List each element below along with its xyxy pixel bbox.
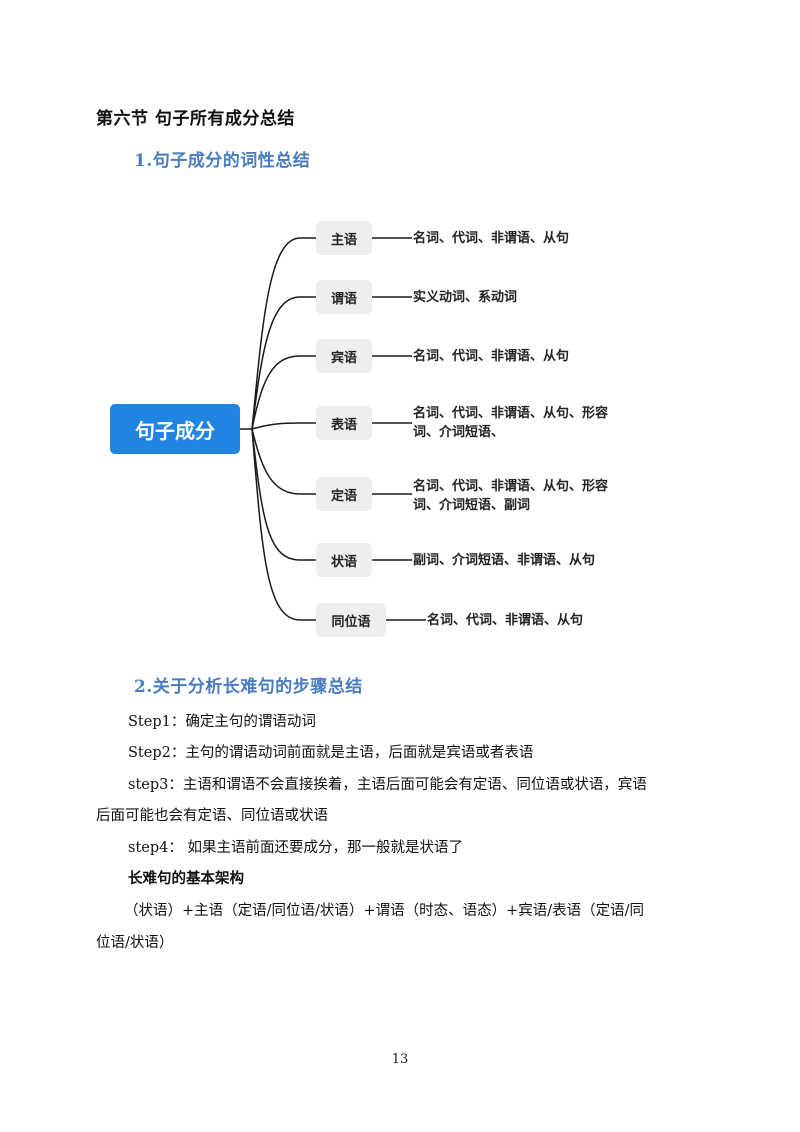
step-2: Step2：主句的谓语动词前面就是主语，后面就是宾语或者表语 (128, 745, 534, 761)
mindmap-node-adverbial: 状语 (316, 543, 372, 577)
mindmap-connectors (240, 237, 426, 621)
mindmap-node-predicative: 表语 (316, 406, 372, 440)
mindmap-root-node: 句子成分 (110, 404, 240, 454)
leaf-line-1: 名词、代词、非谓语、从句、形容 (413, 406, 609, 421)
structure-heading: 长难句的基本架构 (128, 870, 244, 887)
mindmap-leaf-appositive: 名词、代词、非谓语、从句 (427, 613, 584, 628)
mindmap-leaf-adverbial: 副词、介词短语、非谓语、从句 (413, 553, 596, 568)
section-title: 第六节 句子所有成分总结 (96, 109, 295, 129)
step-1: Step1：确定主句的谓语动词 (128, 714, 316, 730)
leaf-line-1: 名词、代词、非谓语、从句、形容 (413, 479, 609, 494)
subsection-title-1: 1.句子成分的词性总结 (134, 151, 311, 171)
step-3-continued: 后面可能也会有定语、同位语或状语 (96, 808, 328, 824)
mindmap-leaf-attributive: 名词、代词、非谓语、从句、形容 词、介词短语、副词 (413, 477, 608, 515)
leaf-line-2: 词、介词短语、副词 (413, 498, 531, 513)
step-4: step4： 如果主语前面还要成分，那一般就是状语了 (128, 840, 463, 856)
page-number: 13 (391, 1052, 409, 1067)
structure-line-1: （状语）+主语（定语/同位语/状语）+谓语（时态、语态）+宾语/表语（定语/同 (124, 903, 644, 919)
mindmap-node-attributive: 定语 (316, 477, 372, 511)
mindmap-node-predicate: 谓语 (316, 280, 372, 314)
mindmap-leaf-predicate: 实义动词、系动词 (413, 290, 518, 305)
mindmap-leaf-object: 名词、代词、非谓语、从句 (413, 349, 570, 364)
step-3: step3：主语和谓语不会直接挨着，主语后面可能会有定语、同位语或状语，宾语 (128, 777, 647, 793)
leaf-line-2: 词、介词短语、 (413, 425, 505, 440)
mindmap-node-object: 宾语 (316, 339, 372, 373)
mindmap-node-appositive: 同位语 (316, 603, 386, 637)
subsection-title-2: 2.关于分析长难句的步骤总结 (134, 677, 363, 697)
mindmap-leaf-subject: 名词、代词、非谓语、从句 (413, 231, 570, 246)
mindmap-node-subject: 主语 (316, 221, 372, 255)
mindmap-leaf-predicative: 名词、代词、非谓语、从句、形容 词、介词短语、 (413, 404, 608, 442)
structure-line-2: 位语/状语） (96, 935, 174, 951)
